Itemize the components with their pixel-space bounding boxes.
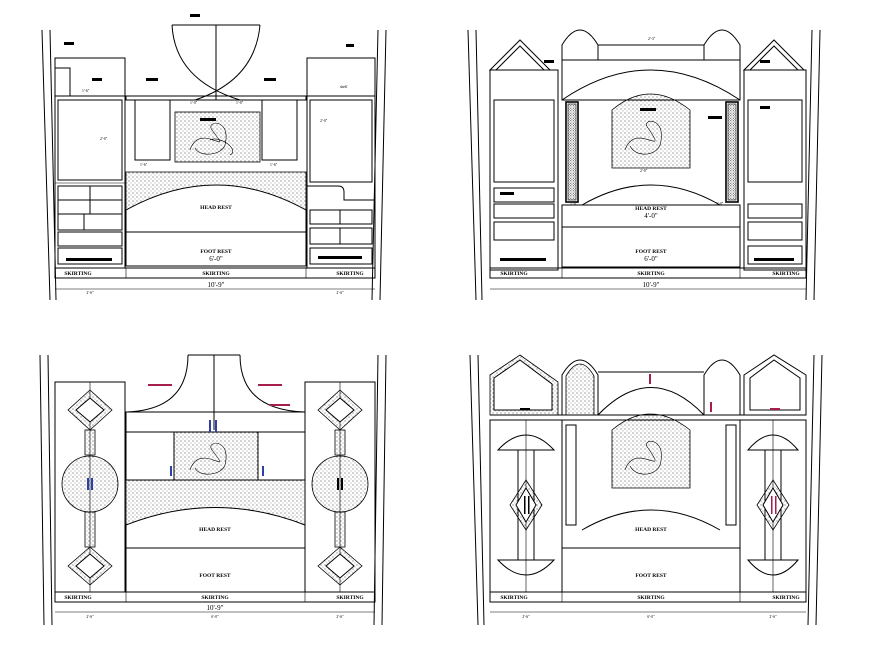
overall-dim: 10'-9" [208,281,225,289]
head-rest-label: HEAD REST [635,206,667,212]
shelf-label: shelf [340,85,348,89]
skirting-center: SKIRTING [637,271,665,277]
side-dim-left: 2'-6" [522,615,530,619]
dim-tl-7: 1'-6" [270,163,278,167]
bed-dim-bottom: 6'-0" [647,615,655,619]
foot-rest-label: FOOT REST [635,573,667,579]
side-dim-right: 2'-6" [769,615,777,619]
overall-dim: 10'-9" [207,604,224,612]
elevation-bottom-right: HEAD REST FOOT REST SKIRTING SKIRTING SK… [469,354,823,626]
bed-width-dim: 6'-0" [209,255,223,263]
dim-tl-2: 1'-0" [190,101,198,105]
foot-rest-label: FOOT REST [635,249,667,255]
elevation-top-right: HEAD REST 4'-0" FOOT REST 6'-0" SKIRTING… [467,29,821,301]
dim-tr-2: 2'-0" [640,169,648,173]
dim-tr-3: 1'-0" [570,202,578,206]
skirting-right: SKIRTING [772,271,800,277]
head-rest-label: HEAD REST [199,527,231,533]
bed-width-dim: 6'-0" [644,255,658,263]
skirting-left: SKIRTING [64,595,92,601]
skirting-left: SKIRTING [500,271,528,277]
dim-tr-1: 2'-3" [648,37,656,41]
skirting-left: SKIRTING [500,595,528,601]
dim-tl-6: 1'-6" [140,163,148,167]
dim-tl-3: 1'-0" [236,101,244,105]
side-dim-left: 2'-6" [86,615,94,619]
skirting-right: SKIRTING [336,271,364,277]
skirting-right: SKIRTING [336,595,364,601]
head-rest-label: HEAD REST [635,527,667,533]
dim-tl-1: 1'-6" [82,89,90,93]
dim-tr-4: 1'-0" [716,202,724,206]
overall-dim: 10'-9" [643,281,660,289]
skirting-center: SKIRTING [201,595,229,601]
bed-width-dim-b: 4'-0" [644,212,658,220]
side-dim-left: 2'-6" [86,291,94,295]
skirting-right: SKIRTING [772,595,800,601]
skirting-center: SKIRTING [637,595,665,601]
skirting-left: SKIRTING [64,271,92,277]
side-dim-right: 2'-6" [336,291,344,295]
side-dim-right: 2'-6" [336,615,344,619]
elevation-top-left: HEAD REST FOOT REST 6'-0" SKIRTING SKIRT… [41,14,387,301]
bed-dim-bottom: 6'-0" [211,615,219,619]
elevation-bottom-left: HEAD REST FOOT REST SKIRTING SKIRTING SK… [39,354,387,626]
head-rest-label: HEAD REST [200,205,232,211]
dim-tl-4: 2'-0" [100,137,108,141]
skirting-center: SKIRTING [202,271,230,277]
dim-tl-5: 2'-0" [320,119,328,123]
foot-rest-label: FOOT REST [200,249,232,255]
foot-rest-label: FOOT REST [199,573,231,579]
